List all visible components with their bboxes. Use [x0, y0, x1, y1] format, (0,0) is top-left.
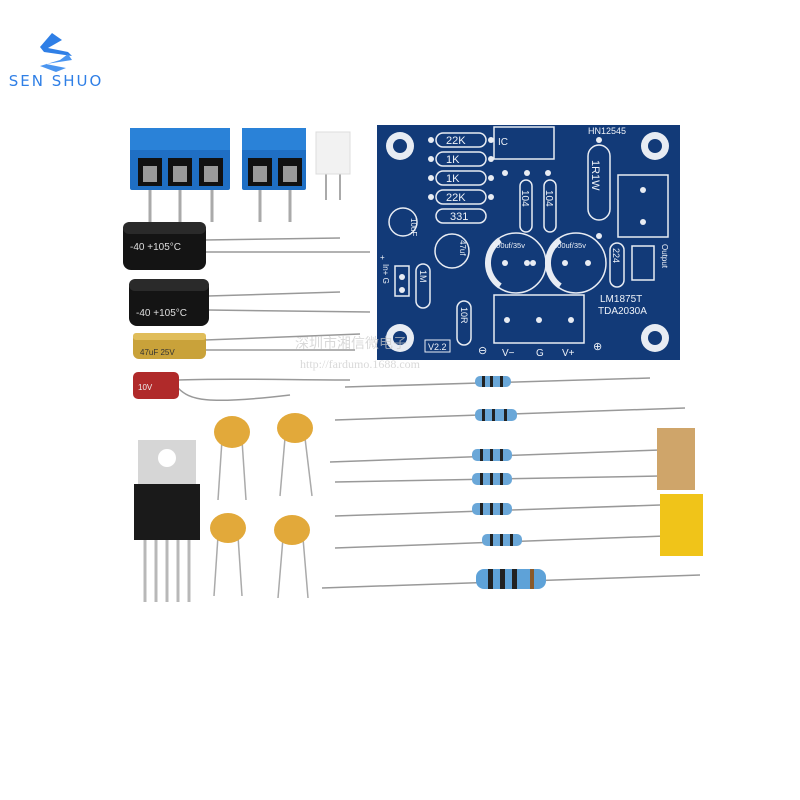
pcb-output-label: Output [660, 244, 669, 269]
brand-logo-icon [40, 33, 72, 72]
cap-label: 10V [138, 383, 153, 392]
terminal-block-2pin [242, 128, 306, 222]
pcb-chip-name-1: LM1875T [600, 294, 642, 305]
pcb-label-vminus: V− [502, 348, 515, 359]
pcb-chip-name-2: TDA2030A [598, 306, 647, 317]
cap-label: -40 +105°C [130, 242, 181, 253]
pcb-r-1m: 1M [418, 270, 428, 283]
electrolytic-capacitor-red: 10V [133, 372, 351, 402]
ceramic-capacitor-1 [214, 416, 250, 501]
pcb-cap-10uf: 10uF [409, 218, 418, 236]
pcb-r2: 1K [446, 154, 460, 166]
resistor [334, 407, 686, 421]
pcb-model-code: HN12545 [588, 126, 626, 136]
pcb-board: HN12545 IC 22K 1K 1K 22K 331 104 104 1R1… [377, 125, 680, 360]
terminal-block-3pin [130, 128, 230, 222]
watermark-cn: 深圳市湘信微电子 [295, 335, 407, 352]
resistor [329, 449, 661, 463]
cap-label: -40 +105°C [136, 308, 187, 319]
pcb-r5: 331 [450, 211, 468, 223]
pcb-big-cap-b: 100uf/35v [553, 241, 586, 250]
electrolytic-capacitor-large-1: -40 +105°C [123, 222, 370, 270]
ceramic-capacitor-2 [277, 413, 313, 497]
resistor [334, 503, 661, 517]
pcb-r1: 22K [446, 135, 466, 147]
pcb-plus-mark: + [380, 253, 385, 262]
to220-amplifier-chip [134, 440, 200, 602]
pcb-ic-label: IC [498, 137, 508, 148]
pcb-cap-47uf: 47uf [458, 240, 467, 256]
electrolytic-capacitor-gold: 47uF 25V [133, 333, 361, 359]
cap-label: 47uF 25V [140, 348, 175, 357]
thermal-pad-yellow [660, 494, 703, 556]
pcb-cap-104-a: 104 [519, 190, 530, 207]
ceramic-capacitor-3 [210, 513, 246, 597]
brand-name: SEN SHUO [8, 72, 104, 90]
resistors [321, 376, 701, 589]
pcb-big-cap-a: 100uf/35v [492, 241, 525, 250]
pcb-r-10r: 10R [459, 307, 469, 324]
ceramic-capacitor-4 [274, 515, 310, 599]
pcb-version: V2.2 [428, 342, 447, 352]
resistor [344, 376, 651, 388]
pcb-input-label: In+ G [381, 264, 390, 284]
pcb-r3: 1K [446, 173, 460, 185]
pcb-label-g: G [536, 348, 544, 359]
resistor [321, 569, 701, 589]
watermark-url: http://fardumo.1688.com [300, 357, 421, 371]
pcb-r-1r1w: 1R1W [589, 160, 601, 191]
pcb-minus-symbol: ⊖ [478, 345, 487, 357]
pcb-cap-224: 224 [611, 248, 621, 263]
electrolytic-capacitor-large-2: -40 +105°C [129, 279, 371, 326]
pcb-label-vplus: V+ [562, 348, 575, 359]
pcb-plus-symbol: ⊕ [593, 341, 602, 353]
pcb-cap-104-b: 104 [543, 190, 554, 207]
pin-header-2pin [315, 131, 351, 200]
pcb-r4: 22K [446, 192, 466, 204]
resistor [334, 473, 661, 485]
thermal-pad-tan [657, 428, 695, 490]
